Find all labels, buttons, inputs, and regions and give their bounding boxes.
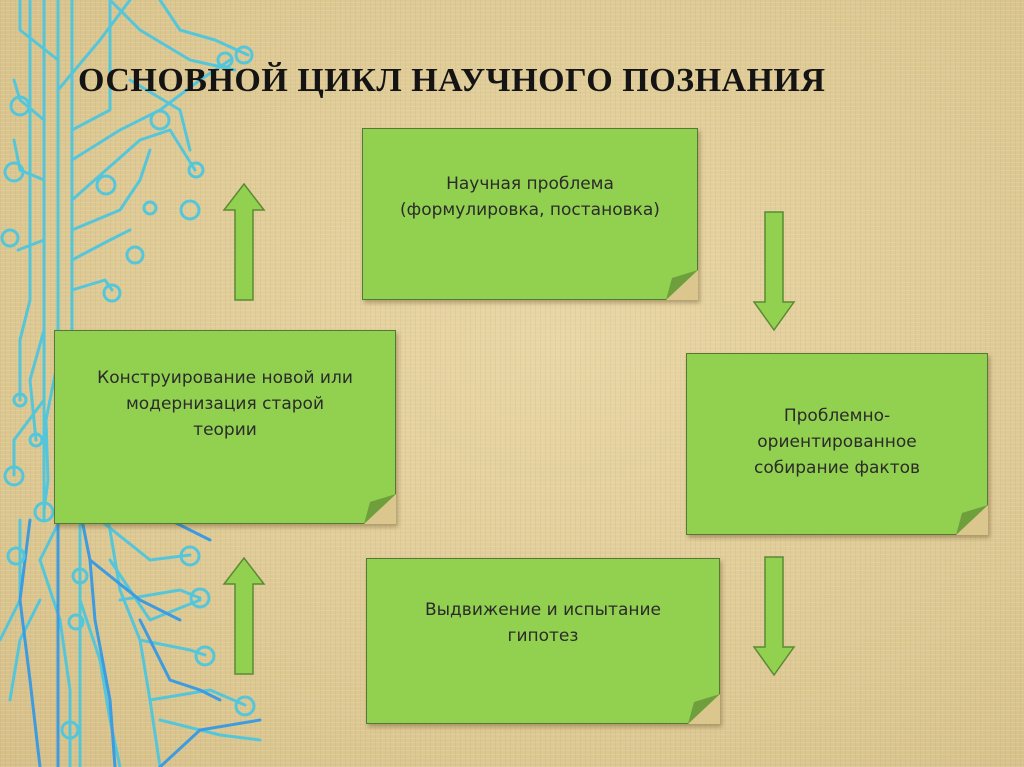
arrow-up-icon <box>222 182 266 301</box>
arrow-down-icon <box>752 211 796 332</box>
page-curl-icon <box>688 694 720 724</box>
node-label: Научная проблема (формулировка, постанов… <box>400 174 660 220</box>
node-label: Выдвижение и испытание гипотез <box>424 600 662 646</box>
page-title: ОСНОВНОЙ ЦИКЛ НАУЧНОГО ПОЗНАНИЯ <box>78 62 826 99</box>
node-theory: Конструирование новой или модернизация с… <box>54 330 396 524</box>
arrow-up-icon <box>222 556 266 675</box>
page-curl-icon <box>956 505 988 535</box>
node-fact-collection: Проблемно- ориентированное собирание фак… <box>686 353 988 535</box>
node-hypothesis: Выдвижение и испытание гипотез <box>366 558 720 724</box>
page-curl-icon <box>666 270 698 300</box>
arrow-down-icon <box>752 556 796 677</box>
node-label: Проблемно- ориентированное собирание фак… <box>753 406 921 478</box>
node-label: Конструирование новой или модернизация с… <box>97 368 353 440</box>
circuit-decoration-icon <box>0 0 262 767</box>
page-curl-icon <box>364 494 396 524</box>
node-scientific-problem: Научная проблема (формулировка, постанов… <box>362 128 698 300</box>
